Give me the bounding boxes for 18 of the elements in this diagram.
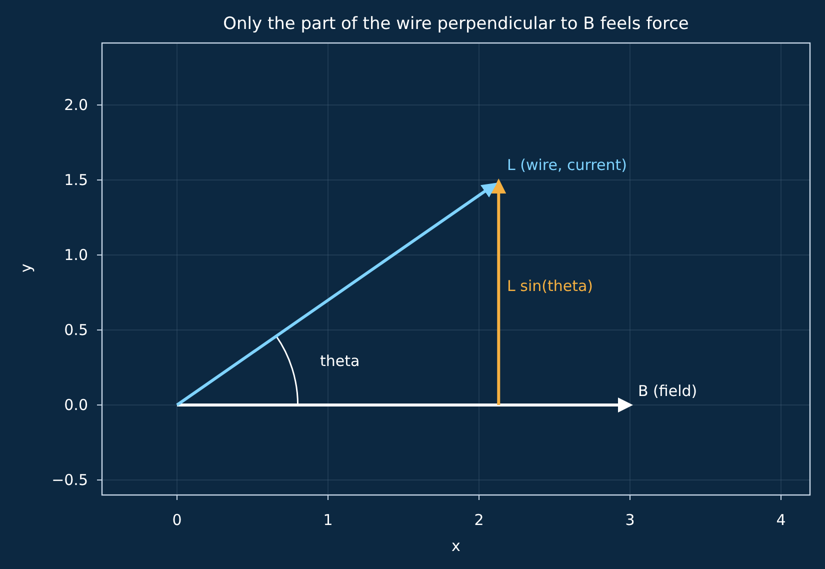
axis-label: x bbox=[452, 537, 460, 555]
vector-label: B (field) bbox=[638, 382, 698, 400]
tick-label: 1.5 bbox=[64, 171, 88, 189]
angle-label: theta bbox=[320, 352, 360, 370]
vector-label: L (wire, current) bbox=[507, 156, 627, 174]
tick-label: 3 bbox=[625, 511, 635, 529]
tick-label: 1.0 bbox=[64, 246, 88, 264]
chart-title: Only the part of the wire perpendicular to B feels force bbox=[223, 14, 689, 34]
tick-label: −0.5 bbox=[52, 471, 88, 489]
tick-label: 0.0 bbox=[64, 396, 88, 414]
vector-label: L sin(theta) bbox=[507, 277, 594, 295]
tick-label: 1 bbox=[323, 511, 333, 529]
axis-label: y bbox=[17, 264, 35, 272]
tick-label: 2.0 bbox=[64, 96, 88, 114]
tick-label: 2 bbox=[474, 511, 484, 529]
tick-label: 4 bbox=[776, 511, 786, 529]
tick-label: 0 bbox=[172, 511, 182, 529]
tick-label: 0.5 bbox=[64, 321, 88, 339]
